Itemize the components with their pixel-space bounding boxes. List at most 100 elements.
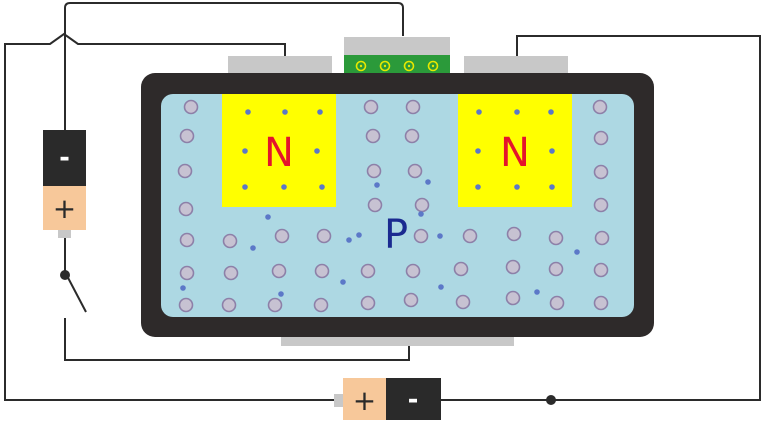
source-contact	[228, 56, 332, 75]
electron	[418, 211, 424, 217]
electron	[281, 184, 287, 190]
electron	[317, 109, 323, 115]
wire-bottom-right	[440, 35, 761, 401]
gate-cap	[344, 37, 450, 55]
hole	[593, 295, 609, 311]
gate-dot	[359, 64, 363, 68]
hole	[405, 263, 421, 279]
holes	[177, 99, 610, 313]
electrons	[180, 109, 580, 297]
electron	[574, 249, 580, 255]
hole	[179, 232, 195, 248]
hole	[313, 297, 329, 313]
hole	[593, 130, 609, 146]
hole	[221, 297, 237, 313]
electron	[242, 148, 248, 154]
hole	[360, 295, 376, 311]
electron	[346, 237, 352, 243]
battery-negative-terminal	[43, 130, 86, 186]
hole	[413, 228, 429, 244]
hole	[403, 292, 419, 308]
hole	[404, 128, 420, 144]
electron	[425, 179, 431, 185]
electron	[476, 109, 482, 115]
battery-minus-sign: -	[408, 385, 419, 415]
electron	[549, 148, 555, 154]
hole	[179, 265, 195, 281]
electron	[534, 289, 540, 295]
hole	[365, 128, 381, 144]
hole	[548, 261, 564, 277]
hole	[367, 197, 383, 213]
battery-minus-sign: -	[59, 143, 70, 173]
electron	[374, 182, 380, 188]
electron	[549, 184, 555, 190]
hole	[178, 201, 194, 217]
electron	[245, 109, 251, 115]
electron	[437, 233, 443, 239]
hole	[506, 226, 522, 242]
horizontal-battery: + -	[334, 378, 441, 420]
battery-positive-terminal	[43, 186, 86, 230]
battery-positive-terminal	[343, 378, 386, 420]
hole	[267, 297, 283, 313]
hole	[592, 99, 608, 115]
gate-circles	[355, 60, 439, 72]
hole	[594, 230, 610, 246]
hole	[360, 263, 376, 279]
gate-circle-dots	[359, 64, 435, 68]
n-left-label: N	[264, 130, 294, 176]
electron	[514, 184, 520, 190]
substrate-contact	[281, 335, 514, 346]
gate-dot	[407, 64, 411, 68]
electron	[282, 109, 288, 115]
electron	[250, 245, 256, 251]
wire-bottom-loop	[64, 318, 410, 361]
hole	[548, 230, 564, 246]
hole	[407, 163, 423, 179]
electron	[314, 148, 320, 154]
hole	[405, 99, 421, 115]
gate-dot	[431, 64, 435, 68]
electron	[242, 184, 248, 190]
electron	[356, 232, 362, 238]
wire-top-loop	[64, 2, 404, 130]
p-label: P	[384, 212, 408, 258]
battery-negative-terminal	[386, 378, 441, 420]
electron	[180, 285, 186, 291]
electron	[438, 284, 444, 290]
electron	[548, 109, 554, 115]
hole	[593, 197, 609, 213]
gate-circle	[403, 60, 415, 72]
circuit-wires	[4, 2, 761, 401]
battery-nub	[58, 230, 71, 238]
gate-circle	[355, 60, 367, 72]
wire-outer-loop	[4, 32, 340, 401]
hole	[223, 265, 239, 281]
gate-circle	[427, 60, 439, 72]
hole	[505, 259, 521, 275]
hole	[593, 164, 609, 180]
hole	[316, 228, 332, 244]
electron	[278, 291, 284, 297]
gate-electrode	[344, 55, 450, 75]
hole	[414, 197, 430, 213]
hole	[363, 99, 379, 115]
wire-junction-right	[546, 395, 556, 405]
battery-nub	[334, 394, 343, 407]
hole	[177, 163, 193, 179]
electron	[265, 214, 271, 220]
n-right-label: N	[500, 130, 530, 176]
battery-plus-sign: +	[353, 384, 376, 417]
battery-plus-sign: +	[53, 192, 76, 225]
hole	[179, 128, 195, 144]
hole	[178, 297, 194, 313]
electron	[340, 279, 346, 285]
hole	[271, 263, 287, 279]
hole	[366, 163, 382, 179]
hole	[462, 228, 478, 244]
electron	[319, 184, 325, 190]
electron	[514, 109, 520, 115]
hole	[593, 262, 609, 278]
